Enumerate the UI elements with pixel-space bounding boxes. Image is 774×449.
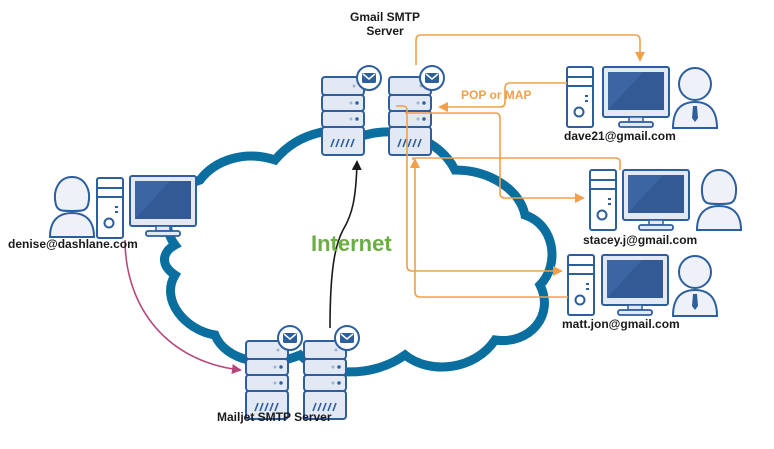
email-label-denise: denise@dashlane.com [8,237,138,251]
desktop-computer-icon-dave [566,66,670,128]
gmail-smtp-server-1 [321,76,365,156]
email-label-matt: matt.jon@gmail.com [562,317,680,331]
delivery-line-dave [415,34,645,65]
delivery-line-matt [396,105,563,276]
desktop-computer-icon-stacey [589,169,690,231]
gmail-server-label-line1: Gmail SMTP [349,10,420,24]
pop-imap-line-stacey [412,157,621,170]
mailjet-smtp-server-2 [303,340,347,420]
delivery-line-stacey [405,112,585,203]
envelope-icon [356,65,382,91]
send-arrow-denise-to-mailjet [124,239,242,374]
gmail-server-label-line2: Server [366,24,404,38]
user-avatar-icon-matt [672,255,718,317]
protocol-label: POP or MAP [461,88,532,102]
gmail-server-label: Gmail SMTP Server [340,10,430,38]
user-avatar-icon-denise [49,176,95,238]
user-avatar-icon-dave [672,67,718,129]
pop-imap-line-matt [410,158,568,298]
email-label-dave: dave21@gmail.com [564,129,676,143]
mailjet-smtp-server-1 [245,340,289,420]
pop-imap-line-dave [438,82,567,112]
envelope-icon [277,325,303,351]
mailjet-server-label: Mailjet SMTP Server [217,410,332,424]
internet-label: Internet [311,231,392,256]
email-label-stacey: stacey.j@gmail.com [583,233,698,247]
relay-arrow-mailjet-to-gmail [329,160,362,329]
user-avatar-icon-stacey [696,169,742,231]
envelope-icon [419,65,445,91]
envelope-icon [334,325,360,351]
desktop-computer-icon-matt [567,254,669,316]
internet-cloud [160,125,557,377]
